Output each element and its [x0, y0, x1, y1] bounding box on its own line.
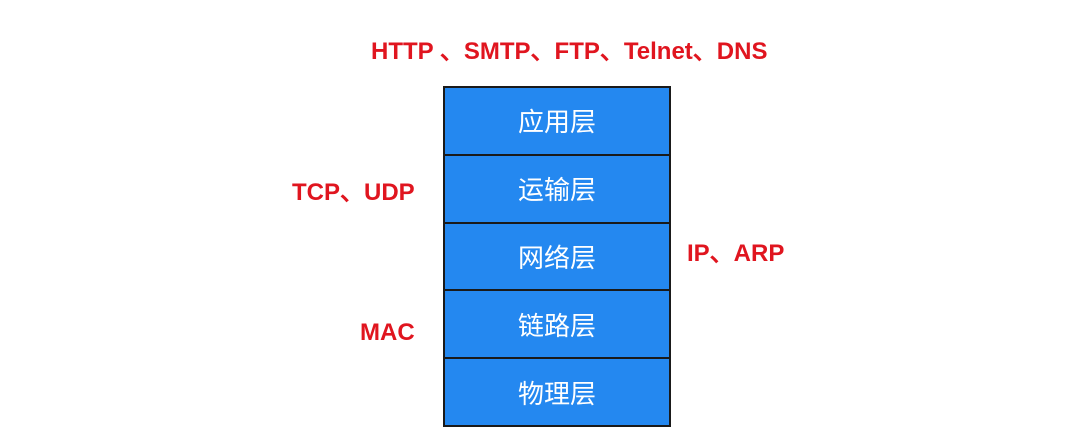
network-layer: 网络层: [445, 223, 669, 292]
link-protocols-label: MAC: [360, 319, 415, 346]
application-layer: 应用层: [445, 88, 669, 156]
transport-protocols-label: TCP、UDP: [292, 179, 415, 206]
link-layer: 链路层: [445, 291, 669, 360]
application-protocols-label: HTTP 、SMTP、FTP、Telnet、DNS: [371, 38, 768, 65]
network-protocols-label: IP、ARP: [687, 240, 785, 267]
transport-layer: 运输层: [445, 155, 669, 224]
physical-layer: 物理层: [445, 359, 669, 425]
network-layer-stack: 应用层 运输层 网络层 链路层 物理层: [443, 86, 671, 427]
